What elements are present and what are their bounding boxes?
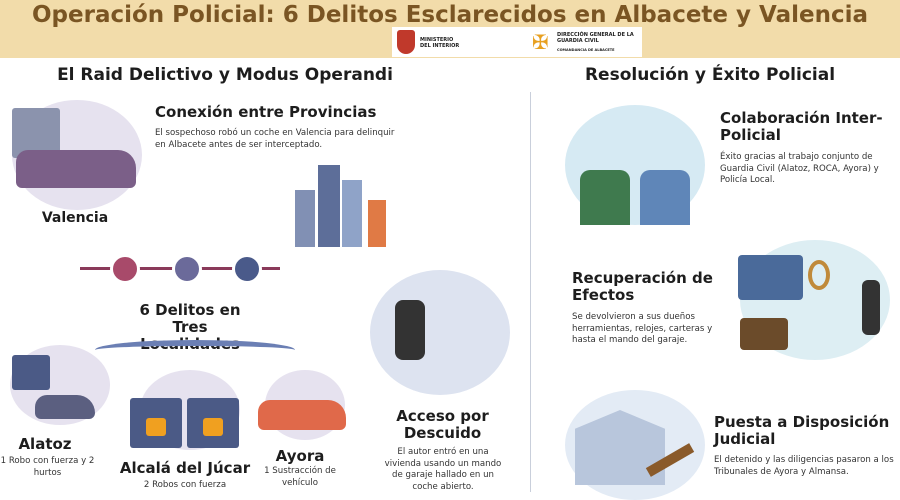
car-route-icon	[172, 254, 202, 284]
logo-guardia-civil: DIRECCIÓN GENERAL DE LA GUARDIA CIVIL	[557, 32, 634, 44]
wallet-icon	[740, 318, 788, 350]
watch-icon	[808, 260, 830, 290]
conexion-text: El sospechoso robó un coche en Valencia …	[155, 128, 395, 150]
house-broken-lock-icon	[187, 398, 239, 448]
left-section-heading: El Raid Delictivo y Modus Operandi	[57, 65, 393, 85]
location-detail-alcala: 2 Robos con fuerza	[143, 480, 227, 490]
location-detail-ayora: 1 Sustracción de vehículo	[264, 466, 336, 488]
car-icon	[258, 400, 346, 430]
acceso-title: Acceso por Descuido	[396, 407, 489, 442]
page-title: Operación Policial: 6 Delitos Esclarecid…	[32, 2, 868, 28]
location-name-ayora: Ayora	[275, 447, 325, 465]
acceso-text: El autor entró en una vivienda usando un…	[384, 447, 502, 492]
location-name-alatoz: Alatoz	[18, 435, 72, 453]
recuperacion-text: Se devolvieron a sus dueños herramientas…	[572, 312, 713, 345]
divider	[530, 92, 531, 492]
right-section-heading: Resolución y Éxito Policial	[584, 65, 836, 85]
garage-remote-illustration	[370, 270, 510, 395]
spain-coat-of-arms-icon	[397, 30, 415, 54]
city-buildings-icon	[290, 165, 390, 247]
judicial-title: Puesta a Disposición Judicial	[714, 413, 890, 448]
logo-ministerio: MINISTERIO DEL INTERIOR	[420, 37, 460, 49]
conexion-title: Conexión entre Provincias	[155, 103, 377, 121]
car-key-icon	[862, 280, 880, 335]
logo-strip: MINISTERIO DEL INTERIOR ✠ DIRECCIÓN GENE…	[392, 27, 642, 57]
calendar-icon	[110, 254, 140, 284]
house-icon	[12, 355, 50, 390]
location-detail-alatoz: 1 Robo con fuerza y 2 hurtos	[0, 456, 95, 478]
garage-icon	[12, 108, 60, 158]
recuperacion-title: Recuperación de Efectos	[572, 269, 713, 304]
local-police-officer-icon	[640, 170, 690, 225]
car-icon	[35, 395, 95, 419]
guardia-civil-emblem-icon: ✠	[532, 30, 549, 54]
logo-guardia-civil-sub: COMANDANCIA DE ALBACETE	[557, 48, 615, 52]
house-lock-icon	[130, 398, 182, 448]
toolbox-icon	[738, 255, 803, 300]
garage-remote-icon	[395, 300, 425, 360]
judicial-text: El detenido y las diligencias pasaron a …	[714, 455, 894, 477]
colaboracion-title: Colaboración Inter-Policial	[720, 109, 883, 144]
arrows-icon	[95, 340, 295, 360]
car-icon	[16, 150, 136, 188]
location-name-alcala: Alcalá del Júcar	[119, 459, 251, 477]
guardia-civil-officer-icon	[580, 170, 630, 225]
colaboracion-text: Éxito gracias al trabajo conjunto de Gua…	[720, 152, 879, 185]
valencia-label: Valencia	[41, 210, 109, 226]
loot-icon	[232, 254, 262, 284]
